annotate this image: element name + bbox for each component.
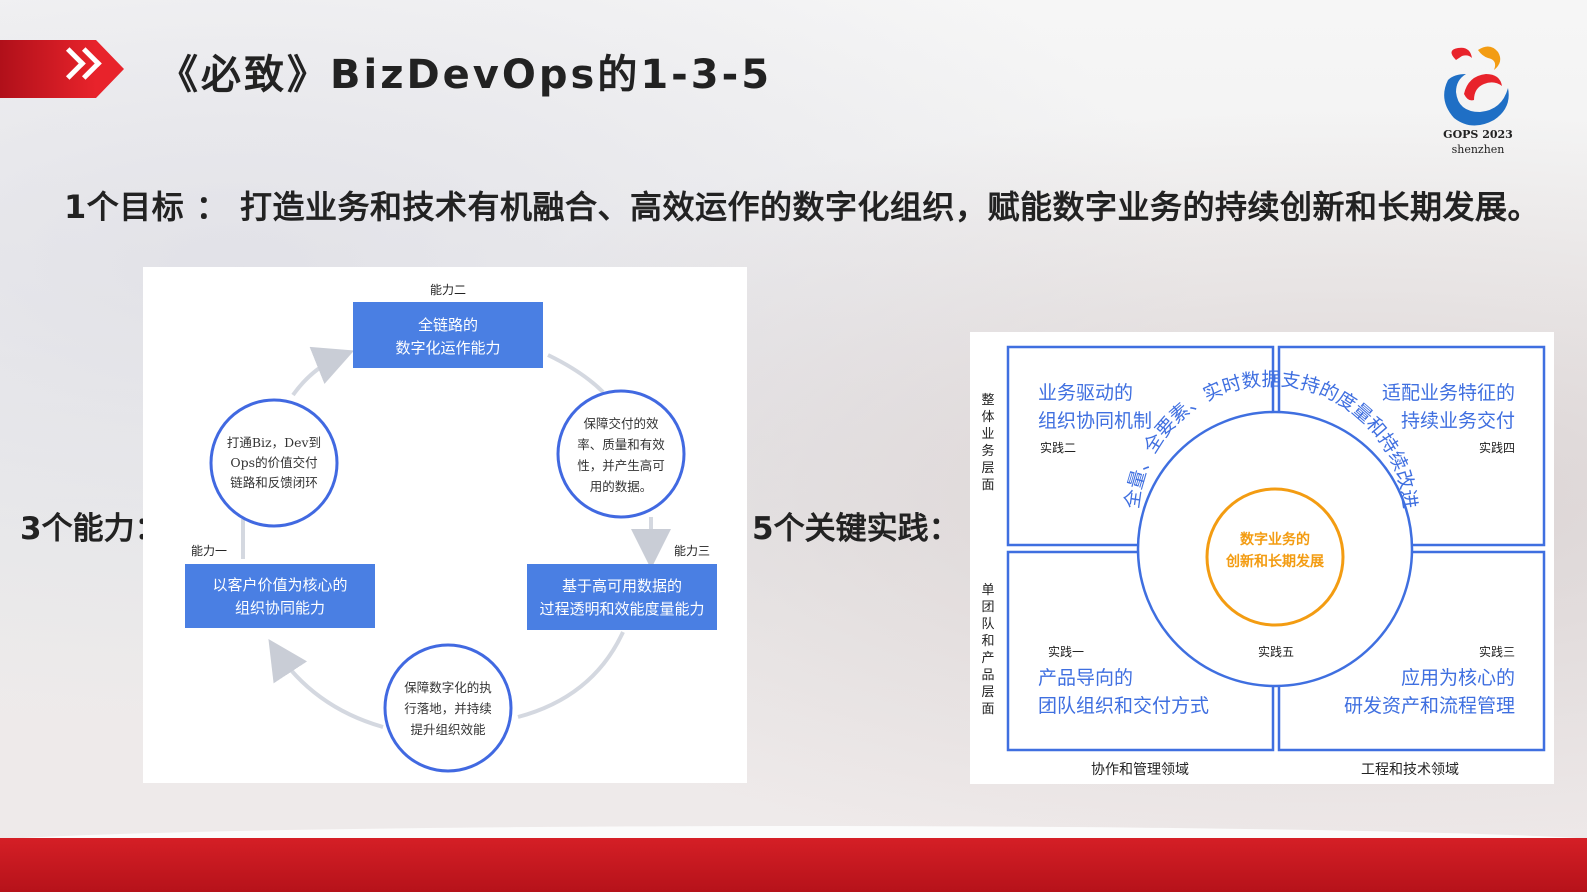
practice-line2: 持续业务交付 xyxy=(1401,410,1515,432)
practice-line2: 研发资产和流程管理 xyxy=(1344,695,1515,717)
capability-box xyxy=(527,564,717,630)
capability-box-line1: 以客户价值为核心的 xyxy=(212,576,347,594)
capability-tag: 能力一 xyxy=(191,544,227,558)
cycle-circle-text: 用的数据。 xyxy=(590,479,653,494)
practice-tag: 实践二 xyxy=(1040,440,1076,455)
practice-core xyxy=(1205,487,1345,627)
cycle-circle-text: 保障数字化的执 xyxy=(404,680,492,695)
logo-text-line2: shenzhen xyxy=(1452,143,1505,156)
cycle-arrow xyxy=(517,631,625,719)
gops-logo-icon: GOPS 2023 shenzhen xyxy=(1443,46,1513,156)
practice-line2: 组织协同机制 xyxy=(1038,410,1152,432)
cycle-circle-text: 保障交付的效 xyxy=(583,416,659,431)
practice-line1: 适配业务特征的 xyxy=(1382,382,1515,404)
page-title: 《必致》BizDevOps的1-3-5 xyxy=(158,52,773,98)
practice-tag: 实践三 xyxy=(1479,644,1515,659)
cycle-circle-text: 率、质量和有效 xyxy=(577,437,665,452)
side-label-top: 整体业务层面 xyxy=(981,393,994,493)
capability-cycle-diagram: 能力二 全链路的 数字化运作能力 能力一 以客户价值为核心的 组织协同能力 能力… xyxy=(143,267,747,783)
capability-box-line2: 过程透明和效能度量能力 xyxy=(539,600,704,618)
capability-box xyxy=(353,302,543,368)
cycle-arrow xyxy=(268,638,384,729)
bottom-label-left: 协作和管理领域 xyxy=(1091,762,1189,778)
cycle-circle-text: 性，并产生高可 xyxy=(577,458,665,473)
practices-quadrant-diagram: 整体业务层面 单团队和产品层面 业务驱动的 组织协同机制 实践二 适配业务特征的… xyxy=(970,332,1554,784)
core-line1: 数字业务的 xyxy=(1240,531,1310,548)
bottom-label-right: 工程和技术领域 xyxy=(1361,762,1459,778)
cycle-circle-text: 打通Biz，Dev到 xyxy=(227,435,321,450)
practice-tag: 实践五 xyxy=(1258,644,1294,659)
practice-line2: 团队组织和交付方式 xyxy=(1038,695,1209,717)
header-ribbon xyxy=(0,40,96,98)
cycle-circle xyxy=(209,398,339,528)
cycle-circle-text: 行落地，并持续 xyxy=(404,701,492,716)
cycle-circle-text: 提升组织效能 xyxy=(410,722,486,737)
practice-line1: 产品导向的 xyxy=(1038,667,1133,689)
logo-text-line1: GOPS 2023 xyxy=(1443,128,1513,141)
capabilities-heading: 3个能力： xyxy=(20,511,166,547)
cycle-arrow xyxy=(291,346,355,397)
cycle-circle xyxy=(383,643,513,773)
capability-box-line2: 组织协同能力 xyxy=(235,599,325,617)
practice-line1: 业务驱动的 xyxy=(1038,382,1133,404)
header-ribbon-arrow xyxy=(96,40,124,98)
practices-heading: 5个关键实践： xyxy=(752,511,960,547)
capability-box-line2: 数字化运作能力 xyxy=(395,339,500,357)
capability-tag: 能力三 xyxy=(674,544,710,558)
cycle-circle-text: 链路和反馈闭环 xyxy=(230,475,318,490)
capability-box-line1: 全链路的 xyxy=(418,316,478,334)
goal-statement: 1个目标 ： 打造业务和技术有机融合、高效运作的数字化组织，赋能数字业务的持续创… xyxy=(64,188,1541,226)
cycle-circle xyxy=(556,389,686,519)
footer-bar xyxy=(0,838,1587,892)
practice-tag: 实践四 xyxy=(1479,440,1515,455)
practice-line1: 应用为核心的 xyxy=(1401,667,1515,689)
capability-box-line1: 基于高可用数据的 xyxy=(562,577,682,595)
cycle-arrow xyxy=(547,353,605,394)
core-line2: 创新和长期发展 xyxy=(1225,553,1324,570)
capability-tag: 能力二 xyxy=(430,283,466,297)
practice-tag: 实践一 xyxy=(1048,644,1084,659)
side-label-bottom: 单团队和产品层面 xyxy=(981,583,994,717)
capability-box xyxy=(185,564,375,628)
gops-logo: GOPS 2023 shenzhen xyxy=(1428,40,1528,160)
cycle-circle-text: Ops的价值交付 xyxy=(230,455,317,470)
